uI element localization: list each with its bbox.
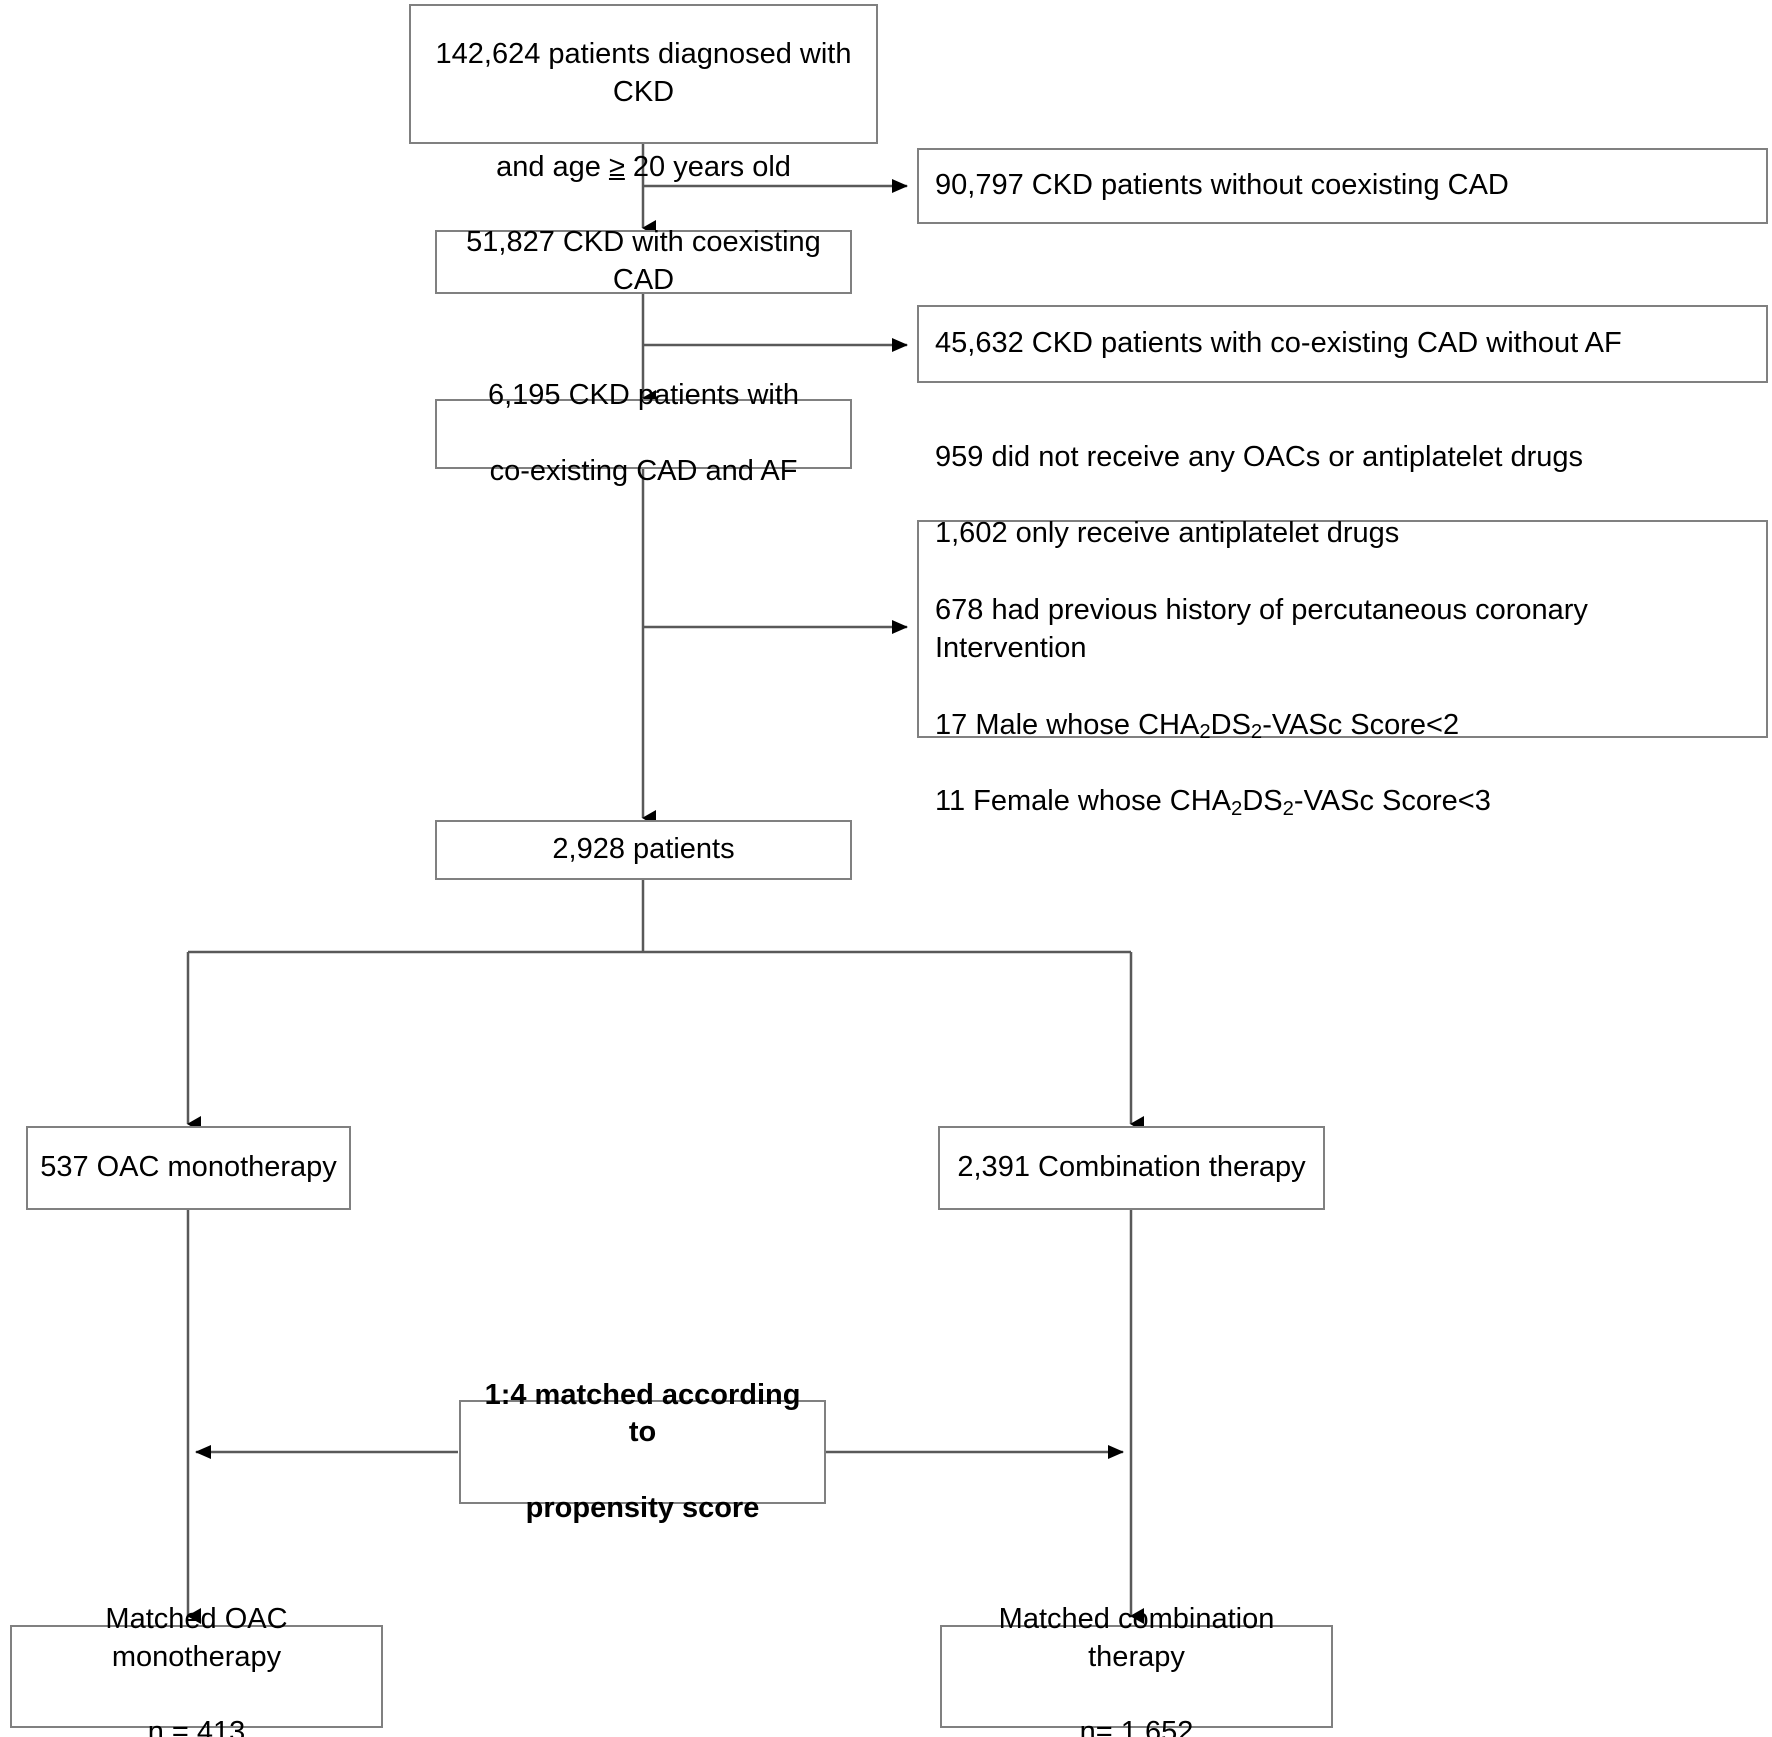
excluded-no-cad-label: 90,797 CKD patients without coexisting C… — [935, 169, 1509, 202]
exclusion-item-4-sub-2: 2 — [1250, 720, 1263, 743]
node-matching-method: 1:4 matched according to propensity scor… — [459, 1379, 826, 1524]
exclusion-item-5-sub-1: 2 — [1231, 797, 1243, 820]
node-excluded-no-cad: 90,797 CKD patients without coexisting C… — [917, 148, 1768, 224]
ckd-cad-af-line-2: co-existing CAD and AF — [489, 454, 798, 487]
node-ckd-cad-af: 6,195 CKD patients with co-existing CAD … — [435, 379, 852, 487]
exclusion-item-4-mid: DS — [1210, 708, 1251, 741]
node-matched-combination-therapy: Matched combination therapy n= 1,652 — [940, 1603, 1333, 1737]
greater-equal-icon: ≥ — [608, 151, 625, 184]
ckd-cad-af-line-1: 6,195 CKD patients with — [487, 379, 800, 412]
exclusion-item-5-prefix: 11 Female whose CHA — [935, 785, 1232, 818]
matched-oac-line-1: Matched OAC monotherapy — [105, 1603, 288, 1673]
analysis-cohort-label: 2,928 patients — [552, 833, 735, 866]
node-source-cohort: From 2010/01/01 to 2018/12/31 142,624 pa… — [409, 4, 878, 183]
source-cohort-age-suffix: 20 years old — [624, 151, 791, 184]
exclusion-item-5-mid: DS — [1242, 785, 1283, 818]
exclusion-item-5: 11 Female whose CHA2DS2-VASc Score<3 — [935, 782, 1756, 820]
node-combination-therapy: 2,391 Combination therapy — [938, 1126, 1325, 1210]
node-exclusion-criteria: 959 did not receive any OACs or antiplat… — [917, 441, 1768, 820]
matching-method-line-1: 1:4 matched according to — [484, 1378, 801, 1449]
oac-monotherapy-label: 537 OAC monotherapy — [40, 1151, 337, 1184]
node-excluded-no-af: 45,632 CKD patients with co-existing CAD… — [917, 305, 1768, 383]
matched-combination-line-1: Matched combination therapy — [998, 1603, 1275, 1673]
node-oac-monotherapy: 537 OAC monotherapy — [26, 1126, 351, 1210]
matched-oac-line-2: n = 413 — [147, 1716, 246, 1737]
node-matched-oac-monotherapy: Matched OAC monotherapy n = 413 — [10, 1603, 383, 1737]
exclusion-item-4-sub-1: 2 — [1199, 720, 1211, 743]
combination-therapy-label: 2,391 Combination therapy — [957, 1151, 1306, 1184]
exclusion-item-1: 959 did not receive any OACs or antiplat… — [935, 440, 1584, 473]
source-cohort-age-prefix: and age — [496, 151, 609, 184]
node-analysis-cohort: 2,928 patients — [435, 820, 852, 880]
exclusion-item-3: 678 had previous history of percutaneous… — [935, 593, 1588, 664]
excluded-no-af-label: 45,632 CKD patients with co-existing CAD… — [935, 327, 1622, 360]
exclusion-item-4-prefix: 17 Male whose CHA — [935, 708, 1200, 741]
source-cohort-line-2: 142,624 patients diagnosed with CKD — [435, 38, 852, 108]
exclusion-item-5-sub-2: 2 — [1282, 797, 1294, 820]
node-ckd-with-cad: 51,827 CKD with coexisting CAD — [435, 226, 852, 296]
exclusion-item-4: 17 Male whose CHA2DS2-VASc Score<2 — [935, 706, 1756, 744]
exclusion-item-2: 1,602 only receive antiplatelet drugs — [935, 517, 1400, 550]
matching-method-line-2: propensity score — [525, 1491, 760, 1524]
exclusion-item-5-suffix: -VASc Score<3 — [1293, 785, 1491, 818]
exclusion-item-4-suffix: -VASc Score<2 — [1262, 708, 1460, 741]
ckd-with-cad-label: 51,827 CKD with coexisting CAD — [466, 226, 821, 296]
matched-combination-line-2: n= 1,652 — [1079, 1716, 1194, 1737]
source-cohort-line-3: and age ≥ 20 years old — [421, 149, 866, 187]
